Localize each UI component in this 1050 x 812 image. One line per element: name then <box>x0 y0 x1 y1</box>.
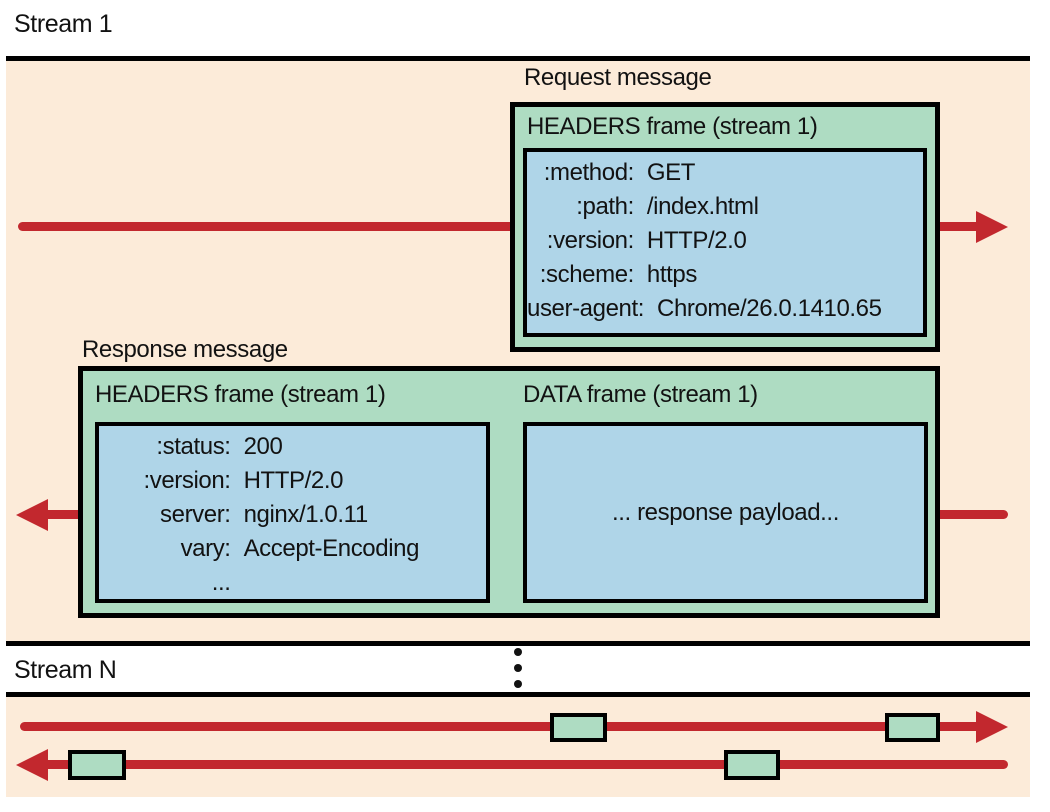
header-field-row: ... <box>99 566 486 600</box>
vertical-ellipsis-icon <box>514 648 522 688</box>
response-message-label: Response message <box>82 336 288 363</box>
header-field-row: server: nginx/1.0.11 <box>99 498 486 532</box>
stream-n-panel <box>6 692 1030 797</box>
header-field-value: HTTP/2.0 <box>646 227 747 254</box>
request-header-fields-box: :method: GET :path: /index.html :version: HTT… <box>523 148 927 337</box>
header-field-row: :path: /index.html <box>527 190 923 224</box>
stream-n-frame-box <box>68 750 126 780</box>
header-field-value: https <box>646 261 697 288</box>
request-message-label: Request message <box>524 64 712 91</box>
header-field-value: Chrome/26.0.1410.65 <box>657 295 882 322</box>
stream-1-bottom-rule <box>6 641 1030 646</box>
header-field-key: :version: <box>546 227 635 254</box>
header-field-key: server: <box>160 501 231 528</box>
header-field-key: vary: <box>180 535 231 562</box>
header-field-row: :version: HTTP/2.0 <box>99 464 486 498</box>
header-field-value: HTTP/2.0 <box>243 467 344 494</box>
response-data-frame-title: DATA frame (stream 1) <box>523 381 758 408</box>
header-field-row: :method: GET <box>527 156 923 190</box>
request-header-fields: :method: GET :path: /index.html :version: HTT… <box>527 152 923 326</box>
stream-n-response-arrow-line <box>46 760 1008 769</box>
request-headers-frame-box: HEADERS frame (stream 1) :method: GET :pat… <box>510 102 940 352</box>
stream-1-panel: Request message HEADERS frame (stream 1)… <box>6 56 1030 642</box>
header-field-value: 200 <box>243 433 283 460</box>
request-arrow-right-icon <box>976 211 1008 243</box>
header-field-value: /index.html <box>646 193 759 220</box>
ellipsis-dot <box>514 680 522 688</box>
stream-1-label: Stream 1 <box>14 10 113 38</box>
response-frames-box: HEADERS frame (stream 1) DATA frame (str… <box>78 366 940 618</box>
header-field-key: :status: <box>156 433 231 460</box>
header-field-row: :version: HTTP/2.0 <box>527 224 923 258</box>
header-field-row: :status: 200 <box>99 430 486 464</box>
stream-n-frame-box <box>885 713 940 742</box>
header-field-value: nginx/1.0.11 <box>243 501 369 528</box>
ellipsis-dot <box>514 648 522 656</box>
header-field-key: :path: <box>576 193 634 220</box>
header-field-row: vary: Accept-Encoding <box>99 532 486 566</box>
response-arrow-left-icon <box>16 499 48 531</box>
stream-n-request-arrow-line <box>20 722 977 731</box>
header-field-key: :scheme: <box>539 261 635 288</box>
stream-n-response-arrow-left-icon <box>16 749 48 781</box>
response-headers-frame-title: HEADERS frame (stream 1) <box>95 381 386 408</box>
stream-n-request-arrow-right-icon <box>976 711 1008 743</box>
request-arrow-line <box>18 222 980 231</box>
response-header-fields-box: :status: 200 :version: HTTP/2.0 server: nginx… <box>95 422 490 603</box>
response-payload-wrap: ... response payload... <box>527 426 924 599</box>
stream-n-frame-box <box>550 713 607 742</box>
stream-n-frame-box <box>724 750 780 780</box>
header-field-key: user-agent: <box>527 295 645 322</box>
header-field-key: ... <box>211 569 231 596</box>
stream-n-label: Stream N <box>14 656 117 684</box>
header-field-row: :scheme: https <box>527 258 923 292</box>
header-field-value: Accept-Encoding <box>243 535 420 562</box>
header-field-key: :version: <box>143 467 231 494</box>
header-field-key: :method: <box>543 159 635 186</box>
request-frame-title: HEADERS frame (stream 1) <box>527 113 818 140</box>
header-field-value: GET <box>646 159 696 186</box>
ellipsis-dot <box>514 664 522 672</box>
header-field-row: user-agent: Chrome/26.0.1410.65 <box>527 292 923 326</box>
response-data-payload-box: ... response payload... <box>523 422 928 603</box>
response-header-fields: :status: 200 :version: HTTP/2.0 server: nginx… <box>99 426 486 600</box>
response-payload-text: ... response payload... <box>612 498 839 526</box>
